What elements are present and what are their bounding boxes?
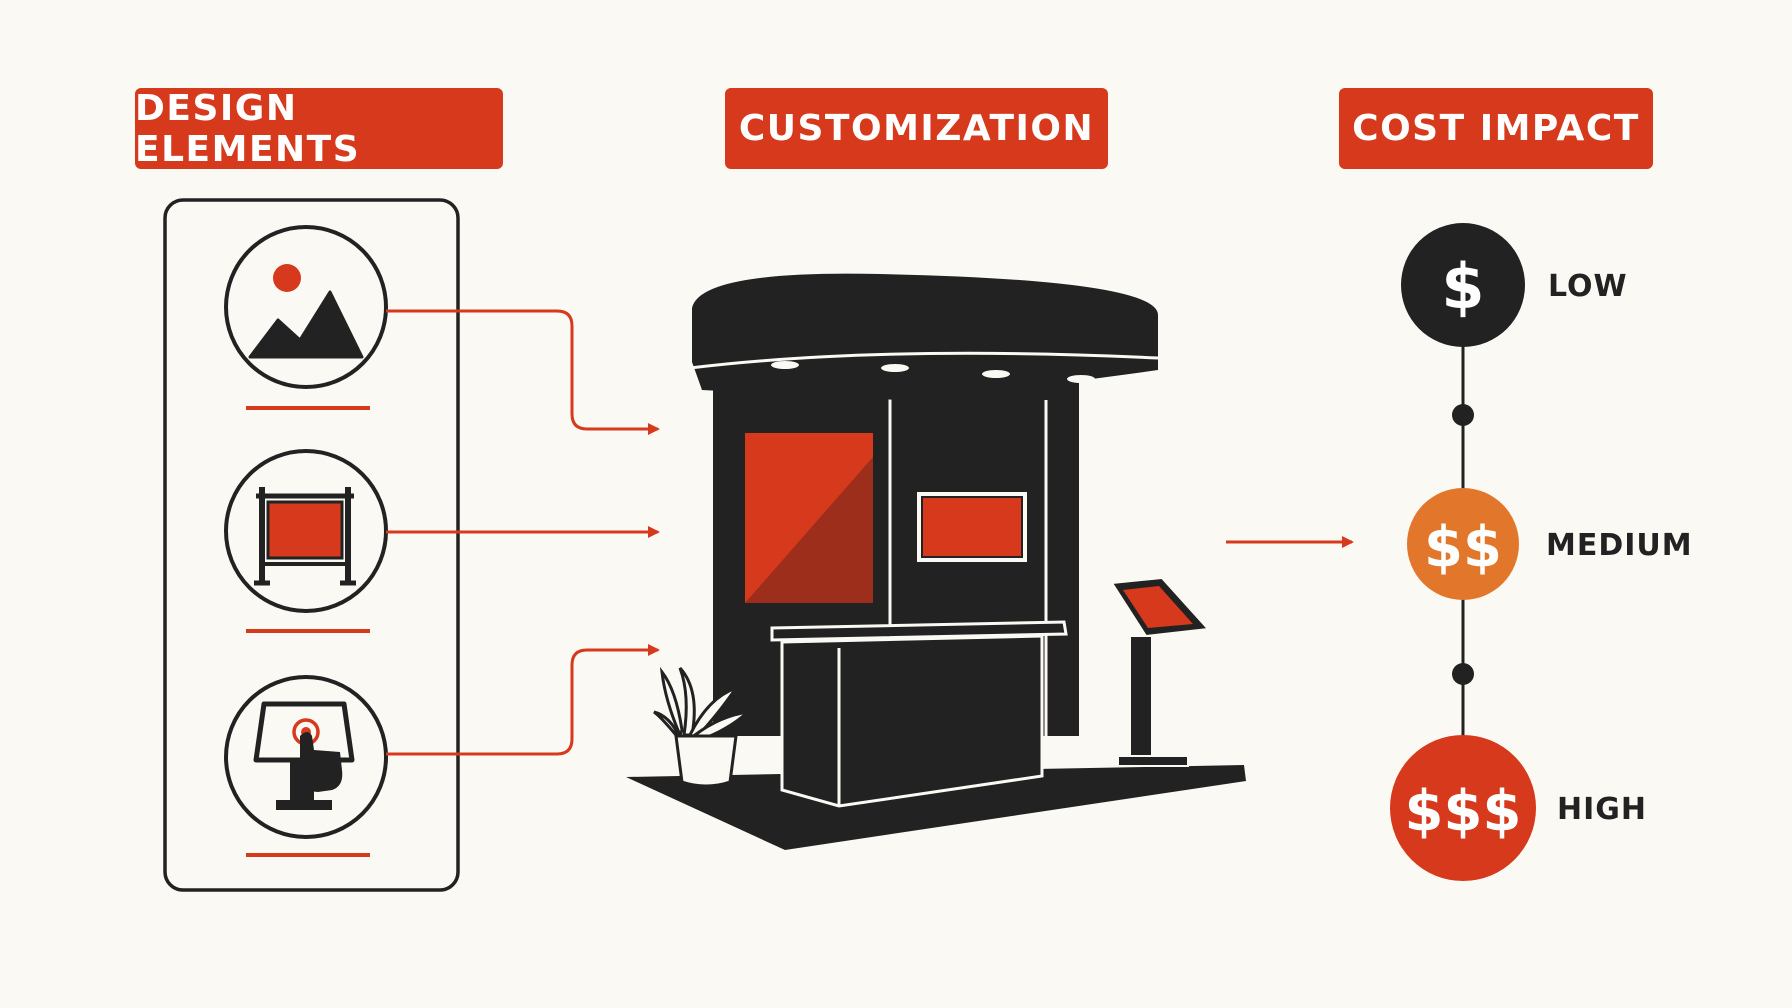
cost-impact-header: COST IMPACT bbox=[1339, 88, 1653, 169]
touchscreen-kiosk-icon bbox=[224, 675, 388, 839]
cost-low-circle bbox=[1401, 223, 1525, 347]
design-elements-header: DESIGN ELEMENTS bbox=[135, 88, 503, 170]
cost-high-symbol: $$$ bbox=[1405, 779, 1522, 844]
timeline-dot bbox=[1452, 663, 1474, 685]
cost-medium-circle bbox=[1407, 488, 1519, 600]
customization-header: CUSTOMIZATION bbox=[725, 88, 1108, 169]
cost-low-symbol: $ bbox=[1441, 250, 1484, 323]
connector-arrow-bottom bbox=[386, 644, 660, 756]
timeline-dot bbox=[1452, 404, 1474, 426]
connector-arrow-top bbox=[386, 309, 660, 435]
cost-low-label: LOW bbox=[1548, 269, 1628, 304]
exhibition-booth-illustration bbox=[626, 273, 1246, 850]
design-elements-panel bbox=[163, 198, 460, 892]
banner-display-icon bbox=[224, 449, 388, 613]
cost-medium-symbol: $$ bbox=[1424, 515, 1502, 580]
cost-high-label: HIGH bbox=[1557, 792, 1648, 827]
cost-medium-label: MEDIUM bbox=[1546, 528, 1693, 563]
image-graphics-icon bbox=[224, 225, 388, 389]
cost-high-circle bbox=[1390, 735, 1536, 881]
